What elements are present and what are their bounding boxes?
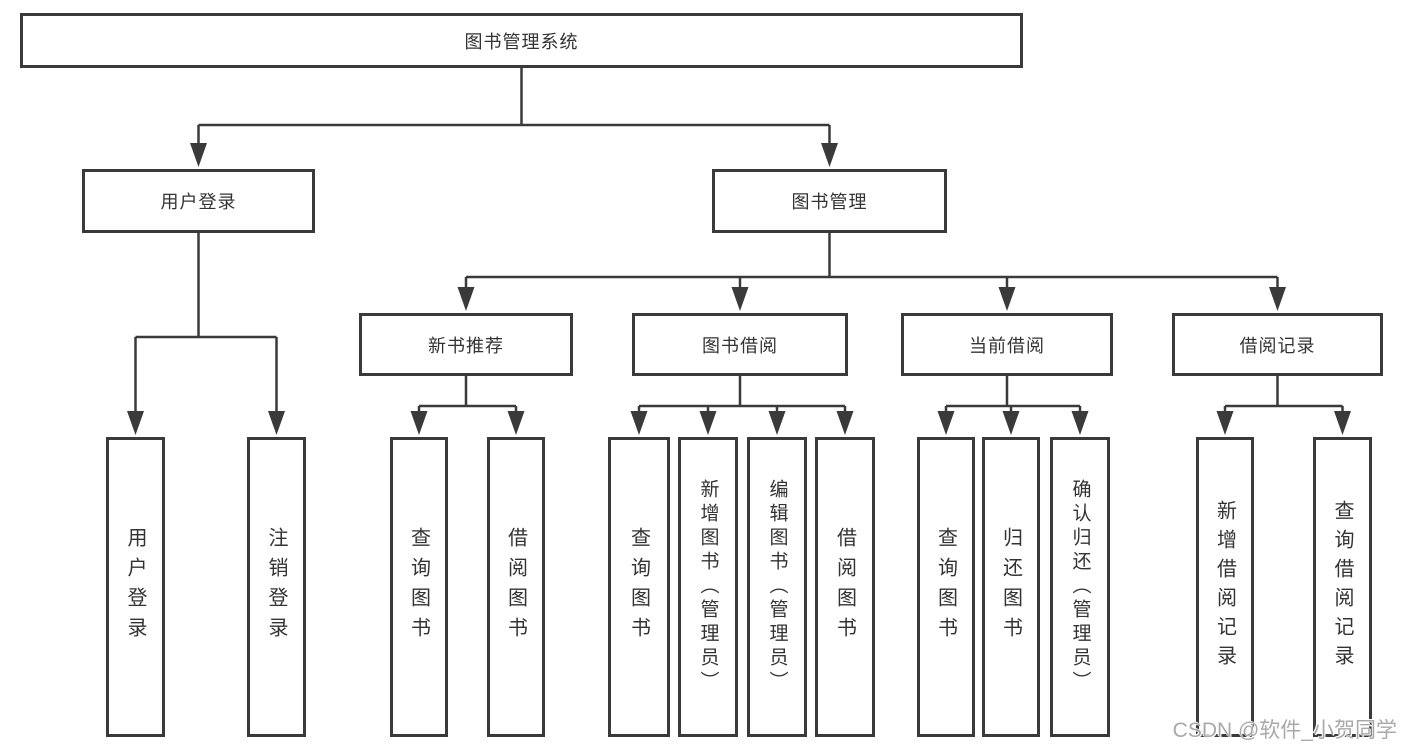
node-leaf-edit-books-admin: 编辑图书（管理员） <box>747 437 807 737</box>
node-borrowing-records: 借阅记录 <box>1172 313 1383 376</box>
node-book-borrowing: 图书借阅 <box>632 313 848 376</box>
node-leaf-logout: 注销登录 <box>247 437 306 737</box>
node-leaf-add-borrow-record: 新增借阅记录 <box>1196 437 1254 737</box>
node-leaf-borrow-books-1: 借阅图书 <box>487 437 545 737</box>
node-leaf-query-books-1: 查询图书 <box>390 437 448 737</box>
node-leaf-query-books-3: 查询图书 <box>917 437 975 737</box>
node-leaf-confirm-return-admin: 确认归还（管理员） <box>1050 437 1110 737</box>
node-leaf-user-login: 用户登录 <box>106 437 165 737</box>
node-leaf-borrow-books-2: 借阅图书 <box>815 437 875 737</box>
node-library-system: 图书管理系统 <box>20 13 1023 68</box>
node-leaf-return-books: 归还图书 <box>982 437 1040 737</box>
node-leaf-query-borrow-record: 查询借阅记录 <box>1313 437 1372 737</box>
watermark: CSDN @软件_小贺同学 <box>1172 719 1397 742</box>
node-leaf-add-books-admin: 新增图书（管理员） <box>678 437 738 737</box>
node-leaf-query-books-2: 查询图书 <box>608 437 670 737</box>
node-user-login-group: 用户登录 <box>82 169 315 233</box>
node-new-book-recommend: 新书推荐 <box>359 313 573 376</box>
node-current-borrowing: 当前借阅 <box>901 313 1113 376</box>
node-book-management: 图书管理 <box>712 169 947 233</box>
